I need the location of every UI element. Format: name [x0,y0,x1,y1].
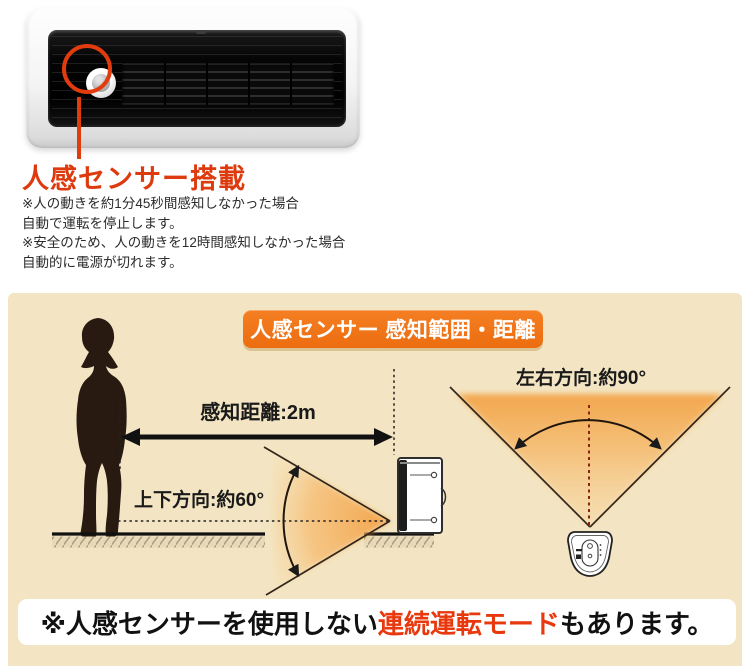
heater-side-view [397,457,447,534]
grille-notch [196,30,206,34]
horizontal-angle-label: 左右方向:約90° [516,368,647,389]
sensor-range-diagram [52,318,731,596]
continuous-mode-note: ※人感センサーを使用しない連続運転モードもあります。 [18,599,736,645]
person-silhouette [76,318,127,537]
detection-distance-label: 感知距離:2m [200,402,316,424]
sensor-feature-title: 人感センサー搭載 [22,164,246,194]
note-line: ※人の動きを約1分45秒間感知しなかった場合 [22,196,299,211]
top-view-cone [449,386,731,528]
construction-lines [118,369,395,522]
footer-text-highlight: 連続運転モード [377,608,560,639]
vent-divider [248,63,250,105]
footer-text-prefix: ※人感センサーを使用しない [40,608,378,639]
panel-title-badge: 人感センサー 感知範囲・距離 [243,310,543,348]
note-line: 自動的に電源が切れます。 [22,254,183,270]
vent-divider [290,63,292,105]
sensor-notes: ※人の動きを約1分45秒間感知しなかった場合 自動で運転を停止します。 ※安全の… [22,194,345,272]
footer-text-suffix: もあります。 [559,608,714,639]
heater-product-photo [26,8,360,148]
sensor-highlight-circle [62,44,112,94]
distance-arrow [121,428,393,446]
note-line: ※安全のため、人の動きを12時間感知しなかった場合 [22,235,346,250]
heater-top-view [567,531,613,577]
vent-divider [206,63,208,105]
vent-divider [164,63,166,105]
heater-vent [122,63,334,105]
sensor-leader-line [77,97,81,159]
angle-arc-90 [514,419,662,450]
note-line: 自動で運転を停止します。 [22,215,183,231]
vertical-angle-label: 上下方向:約60° [134,490,265,511]
